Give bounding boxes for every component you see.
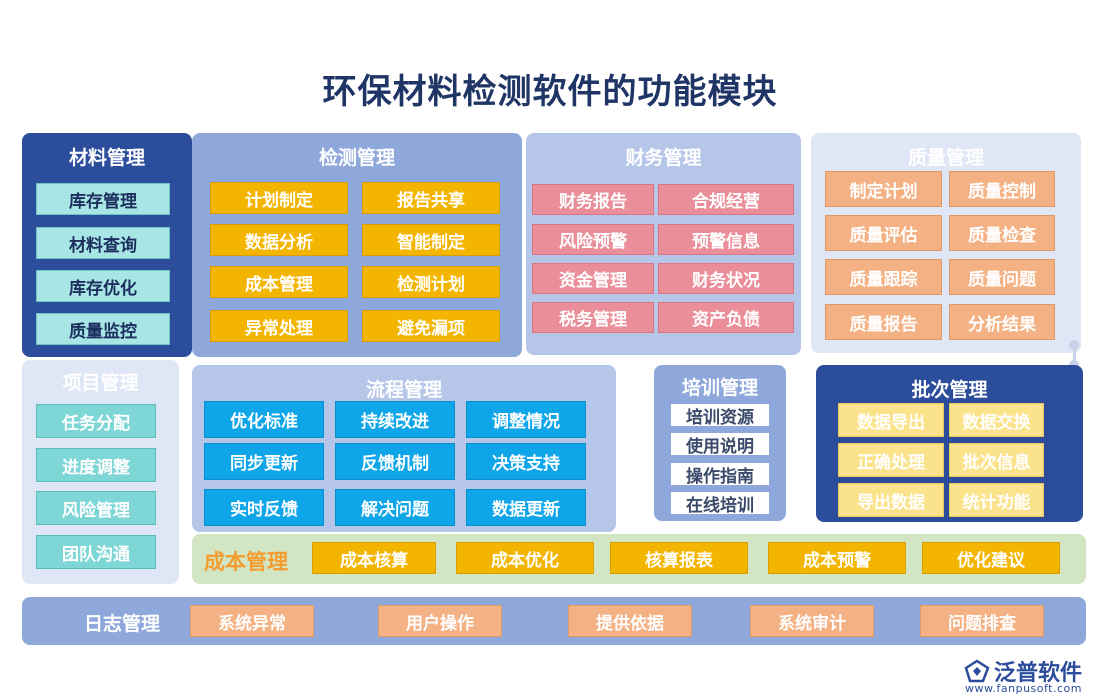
cost-item[interactable]: 核算报表 bbox=[610, 542, 748, 574]
process-item[interactable]: 数据更新 bbox=[466, 489, 586, 526]
log-item[interactable]: 系统异常 bbox=[190, 605, 314, 637]
finance-item[interactable]: 风险预警 bbox=[532, 224, 654, 255]
training-item[interactable]: 在线培训 bbox=[670, 491, 770, 516]
module-title: 质量管理 bbox=[907, 147, 984, 169]
brand-url: www.fanpusoft.com bbox=[965, 682, 1082, 695]
inspection-item[interactable]: 检测计划 bbox=[362, 266, 500, 298]
process-item[interactable]: 同步更新 bbox=[204, 443, 324, 480]
module-material: 材料管理 库存管理 材料查询 库存优化 质量监控 bbox=[22, 133, 192, 357]
process-item[interactable]: 反馈机制 bbox=[335, 443, 455, 480]
module-title: 材料管理 bbox=[68, 147, 145, 169]
training-item[interactable]: 操作指南 bbox=[670, 462, 770, 487]
module-title: 项目管理 bbox=[62, 372, 139, 394]
training-item[interactable]: 培训资源 bbox=[670, 403, 770, 428]
inspection-item[interactable]: 成本管理 bbox=[210, 266, 348, 298]
connector-dot bbox=[1069, 340, 1079, 350]
module-log: 日志管理 系统异常 用户操作 提供依据 系统审计 问题排查 bbox=[22, 597, 1086, 645]
quality-item[interactable]: 质量问题 bbox=[949, 259, 1055, 295]
inspection-item[interactable]: 避免漏项 bbox=[362, 310, 500, 342]
material-item-optimize[interactable]: 库存优化 bbox=[36, 270, 170, 302]
log-item[interactable]: 用户操作 bbox=[378, 605, 502, 637]
batch-item[interactable]: 数据交换 bbox=[949, 403, 1044, 437]
finance-item[interactable]: 合规经营 bbox=[658, 184, 794, 215]
brand-logo: 泛普软件 bbox=[964, 655, 1082, 687]
batch-item[interactable]: 导出数据 bbox=[838, 483, 944, 517]
module-title: 检测管理 bbox=[318, 147, 395, 169]
quality-item[interactable]: 制定计划 bbox=[825, 171, 942, 207]
module-finance: 财务管理 财务报告 合规经营 风险预警 预警信息 资金管理 财务状况 税务管理 … bbox=[526, 133, 801, 355]
inspection-item[interactable]: 报告共享 bbox=[362, 182, 500, 214]
module-title: 成本管理 bbox=[204, 550, 288, 574]
process-item[interactable]: 决策支持 bbox=[466, 443, 586, 480]
finance-item[interactable]: 财务报告 bbox=[532, 184, 654, 215]
finance-item[interactable]: 财务状况 bbox=[658, 263, 794, 294]
material-item-query[interactable]: 材料查询 bbox=[36, 227, 170, 259]
cost-item[interactable]: 成本核算 bbox=[312, 542, 436, 574]
process-item[interactable]: 优化标准 bbox=[204, 401, 324, 438]
module-process: 流程管理 优化标准 持续改进 调整情况 同步更新 反馈机制 决策支持 实时反馈 … bbox=[192, 365, 616, 532]
log-item[interactable]: 提供依据 bbox=[568, 605, 692, 637]
inspection-item[interactable]: 数据分析 bbox=[210, 224, 348, 256]
module-inspection: 检测管理 计划制定 报告共享 数据分析 智能制定 成本管理 检测计划 异常处理 … bbox=[192, 133, 522, 357]
module-title: 批次管理 bbox=[911, 379, 988, 401]
finance-item[interactable]: 资产负债 bbox=[658, 302, 794, 333]
batch-item[interactable]: 批次信息 bbox=[949, 443, 1044, 477]
quality-item[interactable]: 质量跟踪 bbox=[825, 259, 942, 295]
finance-item[interactable]: 税务管理 bbox=[532, 302, 654, 333]
process-item[interactable]: 实时反馈 bbox=[204, 489, 324, 526]
project-item[interactable]: 进度调整 bbox=[36, 448, 156, 482]
connector-line bbox=[1073, 345, 1076, 365]
process-item[interactable]: 解决问题 bbox=[335, 489, 455, 526]
process-item[interactable]: 调整情况 bbox=[466, 401, 586, 438]
module-project: 项目管理 任务分配 进度调整 风险管理 团队沟通 bbox=[22, 360, 179, 584]
quality-item[interactable]: 质量控制 bbox=[949, 171, 1055, 207]
batch-item[interactable]: 正确处理 bbox=[838, 443, 944, 477]
quality-item[interactable]: 质量评估 bbox=[825, 215, 942, 251]
quality-item[interactable]: 分析结果 bbox=[949, 304, 1055, 340]
module-title: 培训管理 bbox=[681, 377, 758, 399]
finance-item[interactable]: 资金管理 bbox=[532, 263, 654, 294]
batch-item[interactable]: 统计功能 bbox=[949, 483, 1044, 517]
page-title: 环保材料检测软件的功能模块 bbox=[322, 72, 778, 112]
process-item[interactable]: 持续改进 bbox=[335, 401, 455, 438]
log-item[interactable]: 问题排查 bbox=[920, 605, 1044, 637]
module-title: 流程管理 bbox=[365, 379, 442, 401]
training-item[interactable]: 使用说明 bbox=[670, 432, 770, 457]
module-cost: 成本管理 成本核算 成本优化 核算报表 成本预警 优化建议 bbox=[192, 534, 1086, 584]
module-title: 日志管理 bbox=[84, 613, 161, 635]
quality-item[interactable]: 质量检查 bbox=[949, 215, 1055, 251]
module-quality: 质量管理 制定计划 质量控制 质量评估 质量检查 质量跟踪 质量问题 质量报告 … bbox=[811, 133, 1081, 353]
cost-item[interactable]: 优化建议 bbox=[922, 542, 1060, 574]
finance-item[interactable]: 预警信息 bbox=[658, 224, 794, 255]
module-training: 培训管理 培训资源 使用说明 操作指南 在线培训 bbox=[654, 365, 786, 521]
quality-item[interactable]: 质量报告 bbox=[825, 304, 942, 340]
material-item-inventory[interactable]: 库存管理 bbox=[36, 183, 170, 215]
project-item[interactable]: 风险管理 bbox=[36, 491, 156, 525]
log-item[interactable]: 系统审计 bbox=[750, 605, 874, 637]
inspection-item[interactable]: 计划制定 bbox=[210, 182, 348, 214]
module-title: 财务管理 bbox=[625, 147, 702, 169]
brand-name: 泛普软件 bbox=[993, 661, 1082, 686]
batch-item[interactable]: 数据导出 bbox=[838, 403, 944, 437]
module-batch: 批次管理 数据导出 数据交换 正确处理 批次信息 导出数据 统计功能 bbox=[816, 365, 1083, 522]
project-item[interactable]: 团队沟通 bbox=[36, 535, 156, 569]
inspection-item[interactable]: 异常处理 bbox=[210, 310, 348, 342]
material-item-monitor[interactable]: 质量监控 bbox=[36, 313, 170, 345]
fanpu-logo-icon bbox=[964, 659, 990, 683]
inspection-item[interactable]: 智能制定 bbox=[362, 224, 500, 256]
cost-item[interactable]: 成本预警 bbox=[768, 542, 906, 574]
project-item[interactable]: 任务分配 bbox=[36, 404, 156, 438]
cost-item[interactable]: 成本优化 bbox=[456, 542, 594, 574]
